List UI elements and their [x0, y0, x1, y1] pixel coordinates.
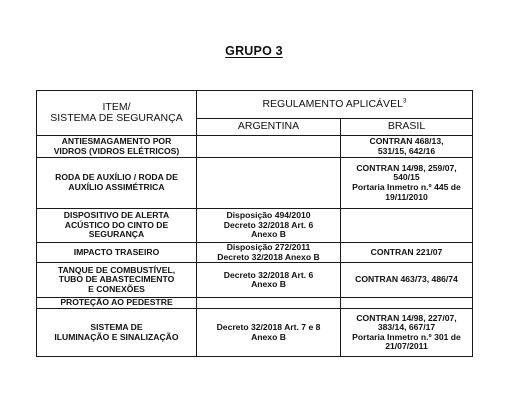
page-title: GRUPO 3 [0, 44, 508, 58]
header-regulation-label: REGULAMENTO APLICÁVEL [262, 97, 403, 110]
table-header-row-1: ITEM/ SISTEMA DE SEGURANÇA REGULAMENTO A… [36, 90, 473, 136]
header-item-line: SISTEMA DE SEGURANÇA [50, 112, 183, 124]
cell-line: 21/07/2011 [385, 341, 428, 352]
cell-line: Decreto 32/2018 Art. 7 e 8 [216, 322, 321, 333]
cell-line: Anexo B [251, 229, 286, 240]
cell-line: CONTRAN 221/07 [370, 246, 443, 257]
cell-line: CONTRAN 14/98, 259/07, [356, 162, 457, 173]
cell-line: Decreto 32/2018 Art. 6 [223, 219, 314, 230]
cell-line: SEGURANÇA [88, 229, 145, 240]
cell-line: Disposição 494/2010 [226, 210, 311, 221]
brasil-cell [340, 297, 473, 310]
cell-line: RODA DE AUXÍLIO / RODA DE [55, 172, 178, 183]
table-row: TANQUE DE COMBUSTÍVEL,TUBO DE ABASTECIME… [36, 262, 473, 299]
cell-line: ANTIESMAGAMENTO POR [61, 135, 172, 146]
brasil-cell: CONTRAN 463/73, 486/74 [340, 262, 473, 299]
item-cell: PROTEÇÃO AO PEDESTRE [36, 297, 197, 310]
header-brasil-cell: BRASIL [340, 118, 473, 136]
brasil-cell: CONTRAN 468/13,531/15, 642/16 [340, 135, 473, 158]
cell-line: 19/11/2010 [385, 191, 428, 202]
cell-line: E CONEXÕES [88, 283, 145, 294]
item-cell: IMPACTO TRASEIRO [36, 241, 197, 264]
header-item-line: ITEM/ [102, 101, 131, 113]
cell-line: AUXÍLIO ASSIMÉTRICA [68, 182, 165, 192]
item-cell: TANQUE DE COMBUSTÍVEL,TUBO DE ABASTECIME… [36, 262, 197, 299]
cell-line: CONTRAN 468/13, [369, 135, 444, 146]
cell-line: 383/14, 667/17 [377, 322, 436, 333]
cell-line: Disposição 272/2011 [226, 242, 311, 252]
cell-line: 540/15 [393, 172, 420, 183]
argentina-cell [196, 135, 341, 158]
brasil-cell [340, 208, 473, 243]
cell-line: Portaria Inmetro n.º 301 de [352, 331, 461, 342]
cell-line: Portaria Inmetro n.º 445 de [352, 182, 461, 192]
cell-line: TANQUE DE COMBUSTÍVEL, [57, 264, 176, 275]
cell-line: Anexo B [251, 279, 286, 290]
cell-line: 531/15, 642/16 [377, 145, 436, 156]
cell-line: IMPACTO TRASEIRO [73, 246, 160, 257]
table-row: PROTEÇÃO AO PEDESTRE [36, 297, 473, 310]
cell-line: CONTRAN 14/98, 227/07, [356, 312, 457, 323]
header-item-cell: ITEM/ SISTEMA DE SEGURANÇA [36, 90, 197, 136]
cell-line: SISTEMA DE [90, 322, 143, 333]
cell-line: ILUMINAÇÃO E SINALIZAÇÃO [54, 331, 179, 342]
cell-line: Anexo B [251, 331, 286, 342]
header-regulation-cell: REGULAMENTO APLICÁVEL3 [196, 90, 473, 119]
regulation-table: ITEM/ SISTEMA DE SEGURANÇA REGULAMENTO A… [36, 90, 473, 358]
header-argentina-cell: ARGENTINA [196, 118, 341, 136]
cell-line: Decreto 32/2018 Anexo B [217, 251, 320, 262]
argentina-cell [196, 297, 341, 310]
header-regulation-footnote: 3 [402, 97, 407, 105]
cell-line: ACÚSTICO DO CINTO DE [64, 219, 169, 230]
page-title-text: GRUPO 3 [225, 44, 283, 58]
cell-line: VIDROS (VIDROS ELÉTRICOS) [53, 145, 180, 156]
cell-line: Decreto 32/2018 Art. 6 [223, 269, 314, 280]
brasil-cell: CONTRAN 221/07 [340, 241, 473, 264]
argentina-cell [196, 157, 341, 209]
cell-line: TUBO DE ABASTECIMENTO [58, 274, 175, 285]
cell-line: DISPOSITIVO DE ALERTA [63, 210, 170, 221]
cell-line: PROTEÇÃO AO PEDESTRE [60, 297, 173, 308]
cell-line: CONTRAN 463/73, 486/74 [355, 274, 458, 285]
